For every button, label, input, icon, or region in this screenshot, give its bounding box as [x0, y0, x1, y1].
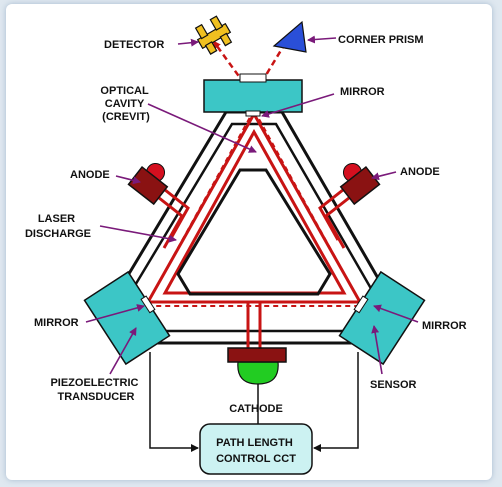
bore-channel-inner [162, 128, 347, 295]
leader-piezo [109, 327, 137, 375]
label-piezo-line2: TRANSDUCER [58, 391, 135, 403]
leader-cavity [147, 103, 257, 153]
label-optical-cavity-line2: CAVITY [105, 98, 145, 110]
top-mirror-face [245, 110, 261, 117]
leader-anode-right [371, 171, 397, 181]
leader-sensor [371, 325, 383, 375]
corner-prism-icon [272, 20, 307, 53]
label-optical-cavity: OPTICAL CAVITY (CREVIT) [100, 85, 151, 123]
control-box [199, 423, 313, 475]
label-piezo-line1: PIEZOELECTRIC [50, 377, 138, 389]
leader-detector [177, 38, 199, 47]
anode-right [339, 162, 381, 206]
left-mirror-block [83, 270, 171, 366]
label-detector: DETECTOR [104, 39, 164, 51]
cavity-block-outer [116, 110, 388, 345]
cathode [227, 347, 287, 385]
control-box-text: PATH LENGTH CONTROL CCT [216, 437, 296, 465]
label-laser-discharge-line1: LASER [38, 213, 75, 225]
wire-sensor-to-box [313, 352, 359, 452]
label-laser-discharge-line2: DISCHARGE [25, 228, 91, 240]
leader-mirror-left [85, 304, 145, 323]
label-cathode: CATHODE [229, 403, 283, 415]
laser-beam [144, 107, 364, 307]
leader-prism [307, 35, 337, 44]
label-corner-prism: CORNER PRISM [338, 34, 424, 46]
top-mirror-element [239, 73, 267, 83]
leader-anode-left [115, 175, 141, 185]
label-mirror-top: MIRROR [340, 86, 385, 98]
anode-left [127, 162, 169, 206]
top-mirror-block [203, 79, 303, 113]
label-anode-left: ANODE [70, 169, 110, 181]
label-piezo: PIEZOELECTRIC TRANSDUCER [50, 377, 141, 403]
label-laser-discharge: LASER DISCHARGE [25, 213, 91, 240]
label-mirror-left: MIRROR [34, 317, 79, 329]
label-mirror-right: MIRROR [422, 320, 467, 332]
anode-channel-right [318, 184, 355, 249]
control-box-line2: CONTROL CCT [216, 453, 296, 465]
cavity-block-second [129, 122, 375, 333]
label-optical-cavity-line1: OPTICAL [100, 85, 149, 97]
cathode-channel [246, 302, 262, 350]
leader-discharge [99, 225, 177, 243]
leader-mirror-right [373, 304, 419, 323]
label-optical-cavity-line3: (CREVIT) [102, 111, 150, 123]
leader-mirror-top [261, 93, 335, 118]
label-anode-right: ANODE [400, 166, 440, 178]
wire-piezo-to-box [149, 352, 199, 452]
detector-icon [194, 15, 233, 55]
label-sensor: SENSOR [370, 379, 417, 391]
right-mirror-block [338, 270, 426, 366]
inner-cutout [176, 168, 332, 296]
control-box-line1: PATH LENGTH [216, 437, 293, 449]
